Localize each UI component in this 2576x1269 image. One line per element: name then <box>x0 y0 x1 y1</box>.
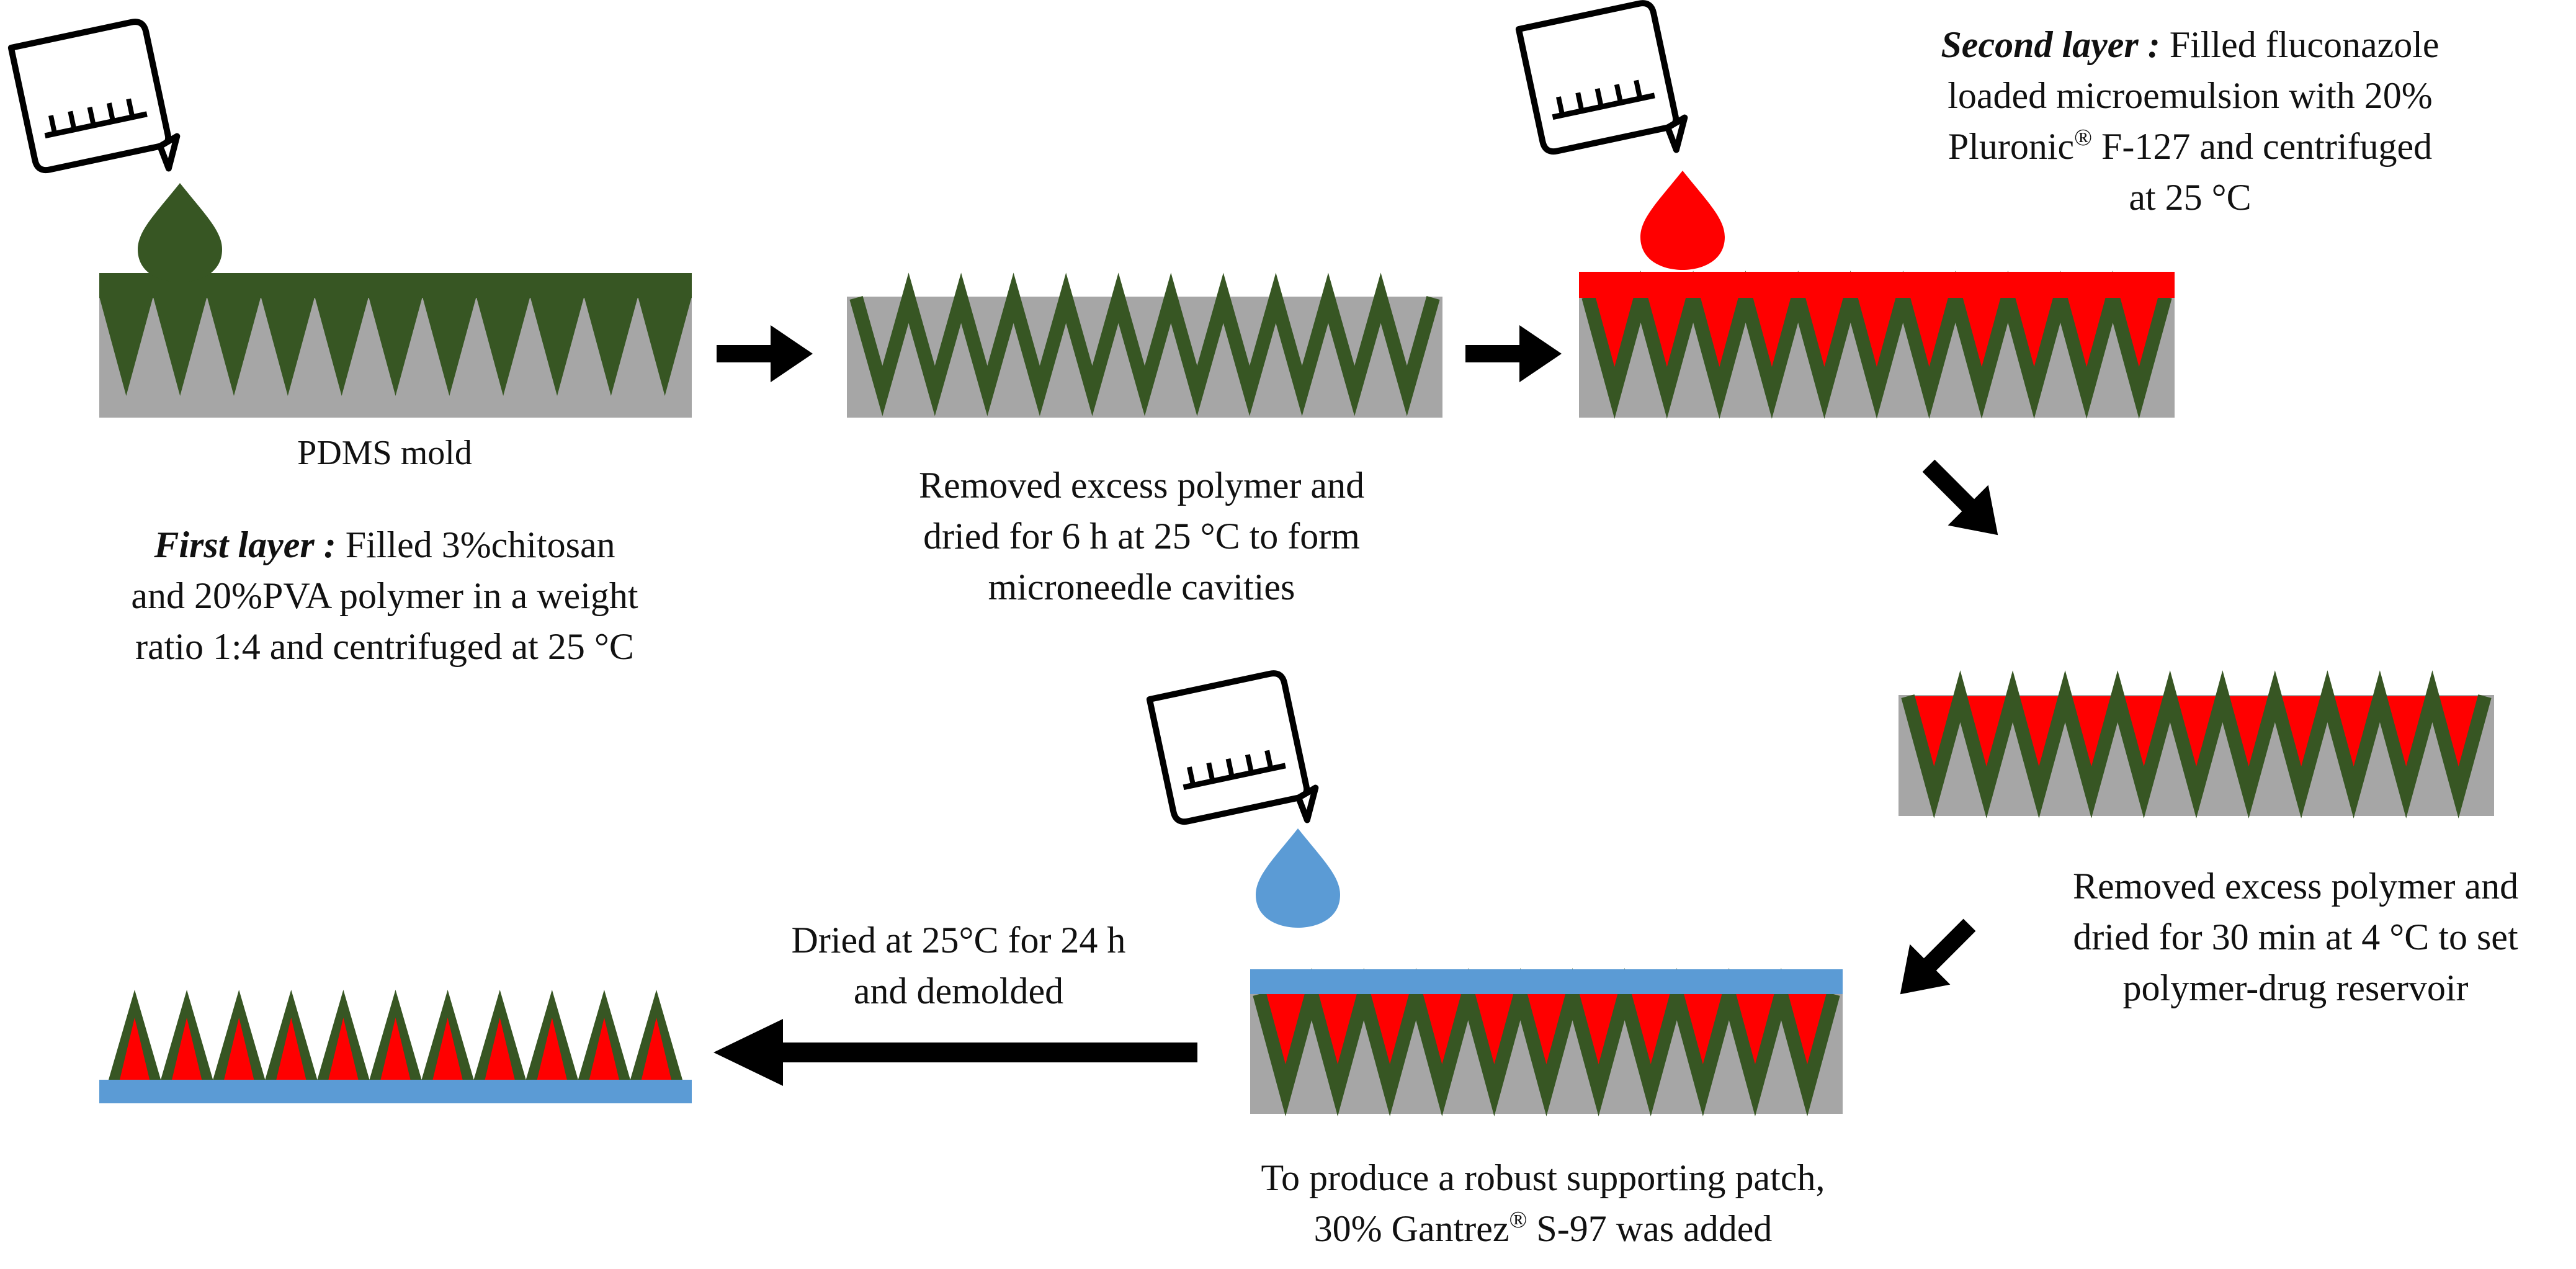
step5-support-assembly <box>1146 670 1843 1117</box>
first-layer-line-1: First layer : Filled 3%chitosan <box>153 524 615 565</box>
removed1-line-1: Removed excess polymer and <box>919 465 1364 506</box>
cavity-lining-step3 <box>1581 271 2172 419</box>
drug-layer-drop <box>1640 171 1725 270</box>
removed1-line-2: dried for 6 h at 25 °C to form <box>923 516 1360 557</box>
drug-layer-film <box>1579 272 2175 298</box>
arrow-step5-to-step6 <box>713 1019 1197 1086</box>
demolded-needle-cores <box>120 1018 671 1080</box>
removed2-line-2: dried for 30 min at 4 °C to set <box>2073 917 2518 957</box>
first-layer-needles <box>99 297 692 396</box>
step4-reservoir-assembly <box>1898 670 2494 818</box>
arrow-step2-to-step3 <box>1465 325 1562 382</box>
gantrez-backing-layer <box>1250 969 1843 994</box>
second-layer-line-4: at 25 °C <box>2129 177 2251 218</box>
beaker-icon <box>1146 670 1319 825</box>
step6-demolded-patch <box>99 990 692 1103</box>
removed2-line-1: Removed excess polymer and <box>2073 866 2518 907</box>
arrow-step3-to-step4 <box>1922 459 1998 536</box>
removed2-line-3: polymer-drug reservoir <box>2123 967 2469 1008</box>
support-line-2: 30% Gantrez® S-97 was added <box>1314 1207 1773 1249</box>
pdms-mold-label: PDMS mold <box>297 434 472 472</box>
arrow-step1-to-step2 <box>717 325 813 382</box>
process-arrows <box>713 325 1998 1086</box>
cavity-lining-step5 <box>1253 967 1840 1117</box>
first-layer-line-3: ratio 1:4 and centrifuged at 25 °C <box>135 626 634 667</box>
dried-demolded-description: Dried at 25°C for 24 h and demolded <box>792 920 1126 1011</box>
first-layer-line-2: and 20%PVA polymer in a weight <box>131 575 638 616</box>
gantrez-drop <box>1256 828 1340 928</box>
removed1-line-3: microneedle cavities <box>988 567 1295 608</box>
step1-mold-assembly <box>7 19 692 418</box>
cavity-lining-step4 <box>1901 670 2492 818</box>
removed-excess-description-1: Removed excess polymer and dried for 6 h… <box>919 465 1364 608</box>
first-layer-cavity-lining <box>849 272 1440 416</box>
second-layer-description: Second layer : Filled fluconazole loaded… <box>1941 24 2439 218</box>
support-line-1: To produce a robust supporting patch, <box>1261 1157 1825 1198</box>
dried-line-2: and demolded <box>854 971 1063 1011</box>
step3-second-layer-assembly <box>1515 0 2175 419</box>
step2-cavities-assembly <box>847 272 1442 418</box>
first-layer-drop <box>138 183 222 282</box>
arrow-step4-to-step5 <box>1900 918 1976 995</box>
first-layer-description: First layer : Filled 3%chitosan and 20%P… <box>131 524 638 667</box>
demolded-backing-layer <box>99 1080 692 1103</box>
second-layer-line-3: Pluronic® F-127 and centrifuged <box>1948 125 2432 167</box>
supporting-patch-description: To produce a robust supporting patch, 30… <box>1261 1157 1825 1249</box>
second-layer-line-1: Second layer : Filled fluconazole <box>1941 24 2439 65</box>
dried-line-1: Dried at 25°C for 24 h <box>792 920 1126 961</box>
beaker-icon <box>7 19 181 174</box>
beaker-icon <box>1515 0 1688 155</box>
second-layer-line-2: loaded microemulsion with 20% <box>1948 75 2433 116</box>
removed-excess-description-2: Removed excess polymer and dried for 30 … <box>2073 866 2518 1008</box>
